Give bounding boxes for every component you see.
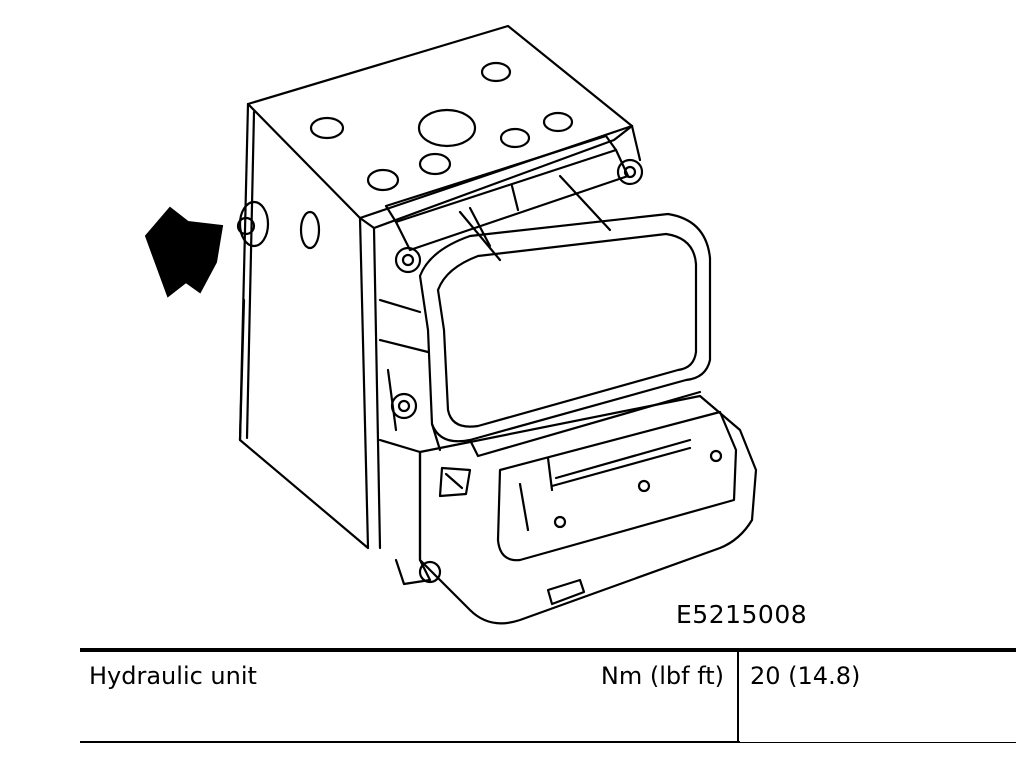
table-column-divider	[737, 652, 739, 742]
table-bottom-rule-right	[740, 742, 1016, 743]
figure-code: E5215008	[676, 600, 808, 629]
table-bottom-rule	[80, 741, 740, 743]
component-name: Hydraulic unit	[89, 662, 257, 690]
torque-value: 20 (14.8)	[750, 662, 861, 690]
hydraulic-unit-illustration	[144, 24, 758, 625]
torque-unit: Nm (lbf ft)	[600, 662, 724, 690]
callout-arrow-icon	[144, 206, 224, 298]
torque-spec-table: Hydraulic unit Nm (lbf ft) 20 (14.8)	[80, 648, 1016, 744]
table-top-rule	[80, 648, 1016, 652]
